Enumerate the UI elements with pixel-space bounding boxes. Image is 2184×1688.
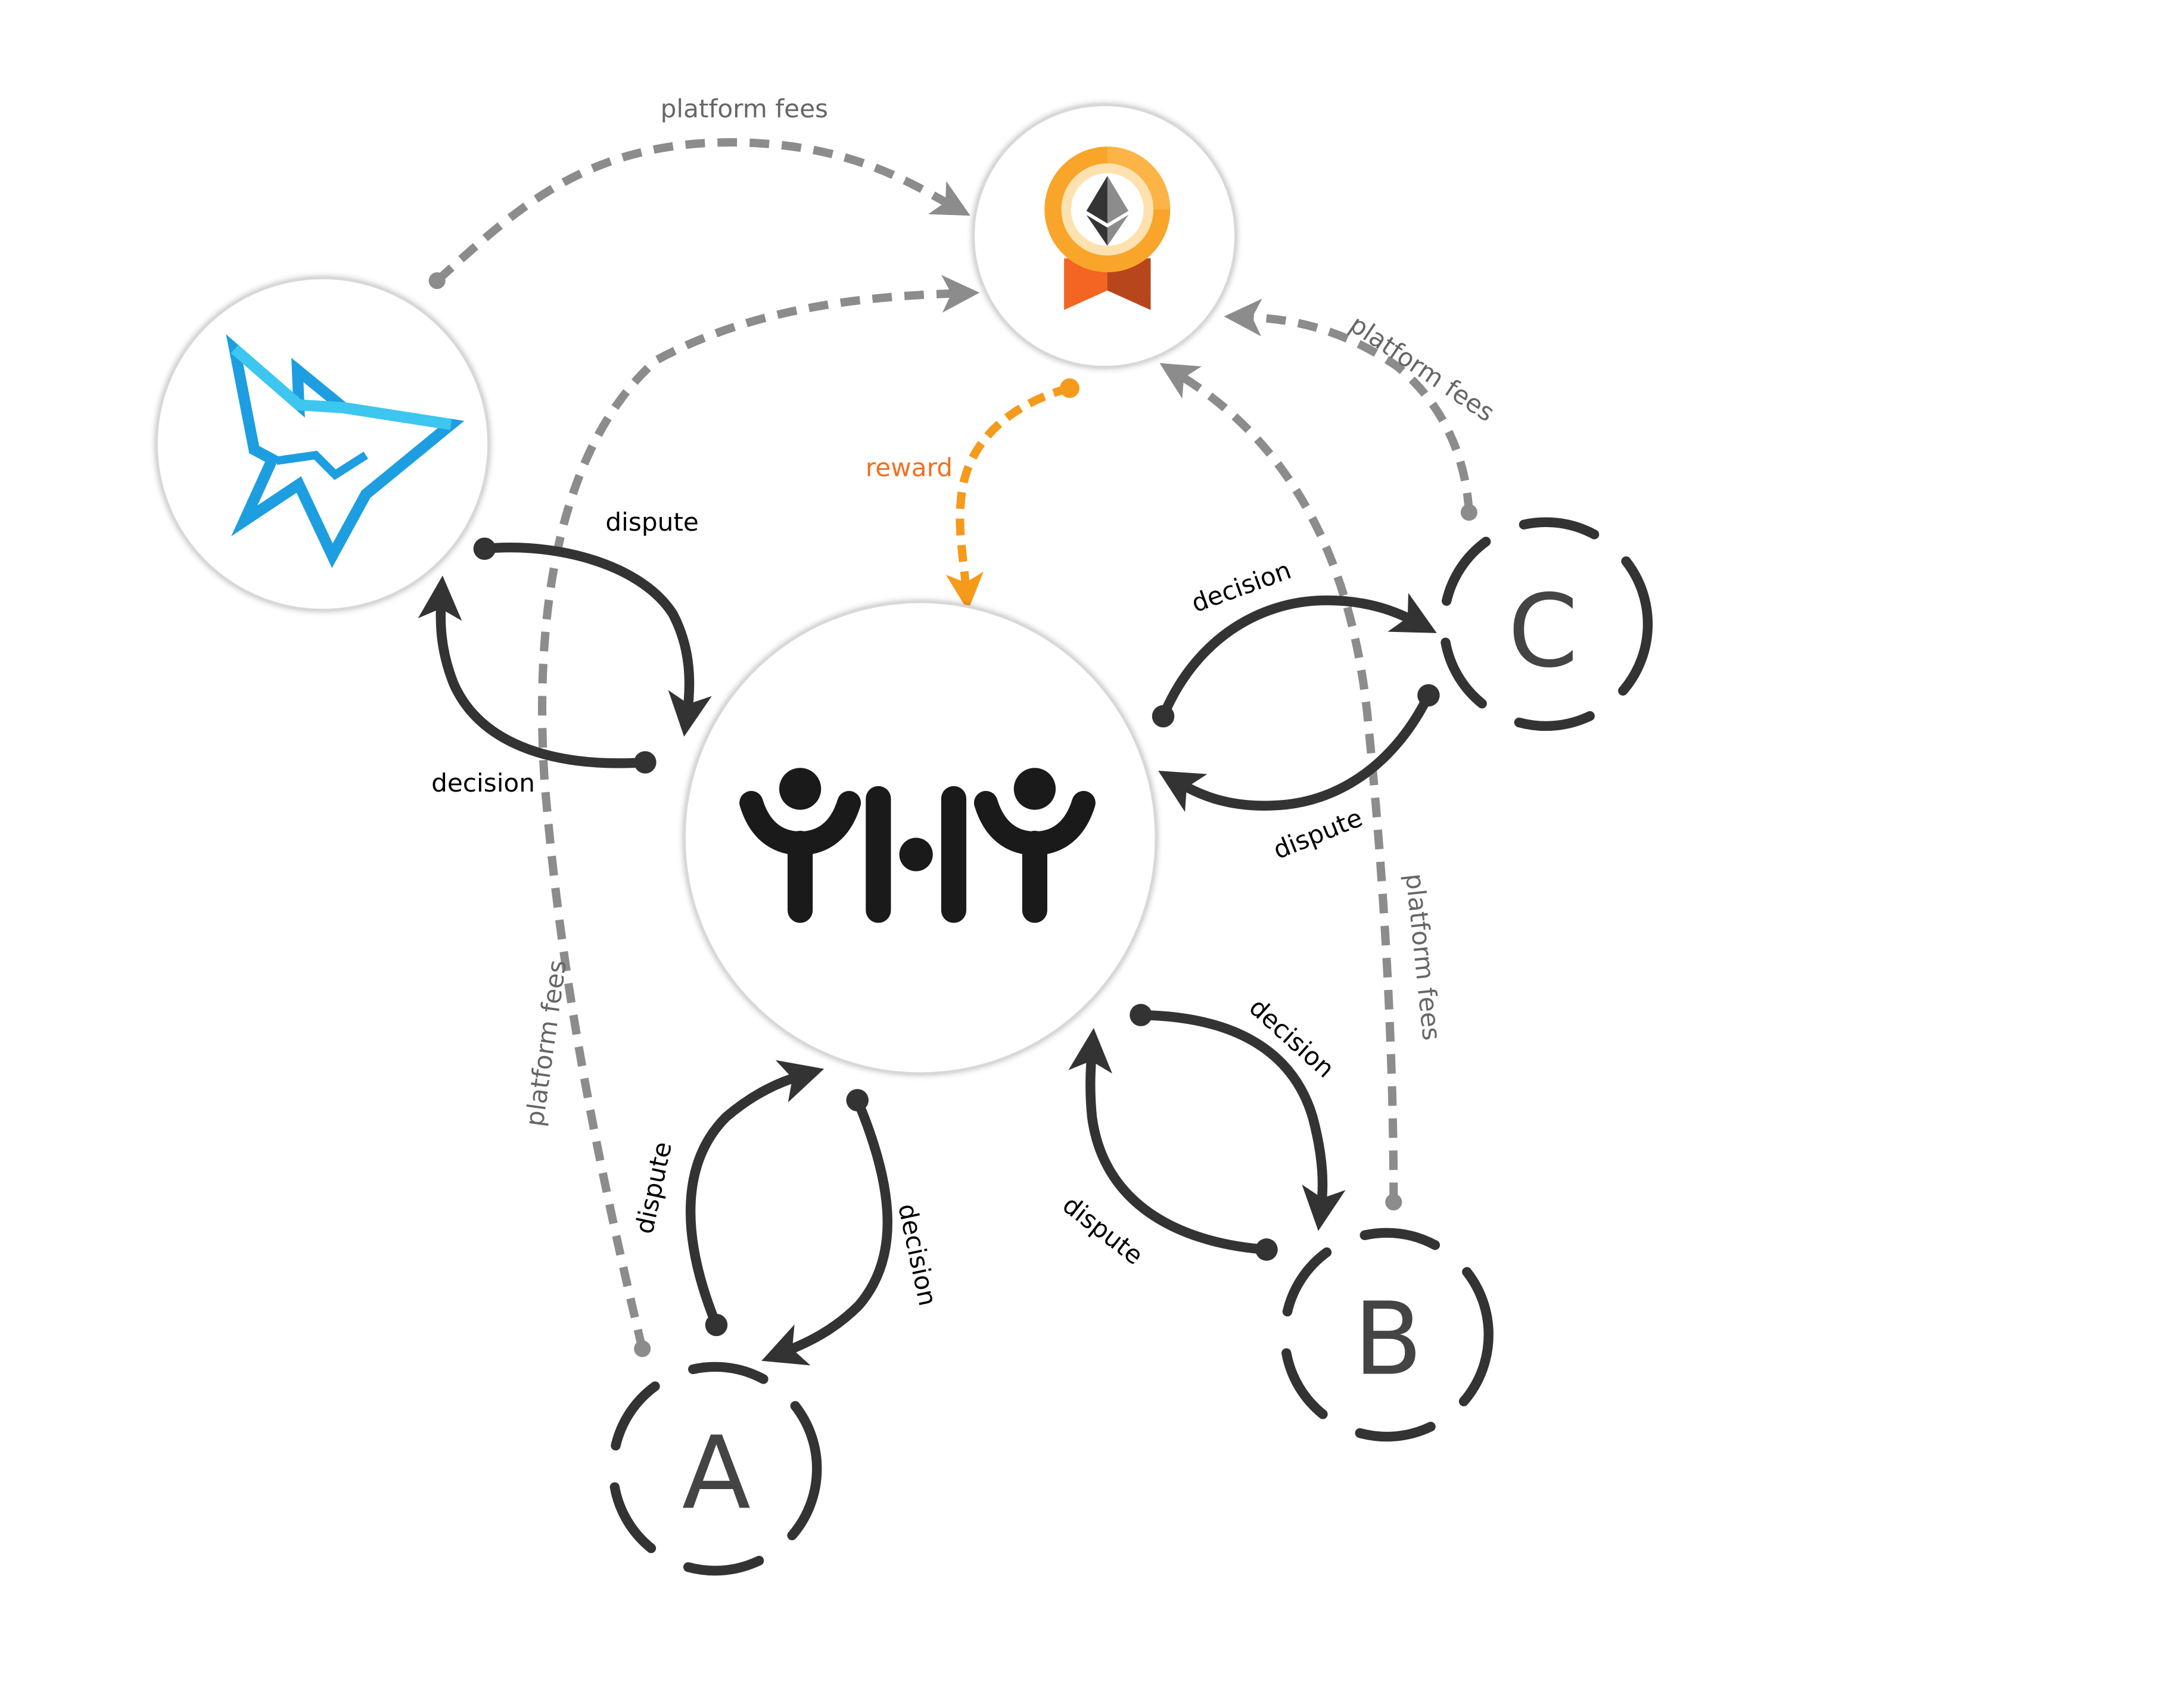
party-a-letter: A: [682, 1415, 751, 1532]
platform-fees-arrow-b-to-medal: [1159, 363, 1402, 1211]
dispute-arrow-b-to-court: [1068, 1027, 1278, 1261]
medal-node: [972, 103, 1237, 369]
people-court-icon: [739, 768, 1096, 923]
dispute-arrow-c-to-court: [1158, 684, 1440, 812]
platform-fees-arrow-a-to-medal: [538, 275, 980, 1357]
ethereum-medal-icon: [1044, 147, 1171, 310]
platform-fees-label-right: platform fees: [1345, 310, 1500, 428]
decision-arrow-court-to-a: [761, 1089, 892, 1366]
party-b-node: B: [1280, 1228, 1494, 1442]
party-a-node: A: [608, 1362, 822, 1576]
dispute-label-c: dispute: [1269, 803, 1366, 865]
platform-fees-label-top: platform fees: [661, 94, 828, 123]
dispute-arrow-butterfly-to-court: [473, 537, 712, 737]
platform-fees-arrow-butterfly-to-medal: [428, 138, 970, 289]
party-c-letter: C: [1508, 572, 1578, 690]
dispute-label-butterfly: dispute: [605, 507, 699, 537]
butterfly-logo-icon: [226, 334, 465, 568]
butterfly-node: [155, 276, 490, 612]
platform-fees-arrow-c-to-medal: [1224, 298, 1477, 521]
reward-arrow: [945, 378, 1079, 611]
platform-fees-label-b: platform fees: [1400, 872, 1446, 1042]
platform-fees-label-left: platform fees: [519, 958, 572, 1129]
dispute-arrow-a-to-court: [685, 1060, 825, 1337]
decision-arrow-court-to-c: [1152, 593, 1437, 728]
dispute-label-a: dispute: [630, 1139, 677, 1236]
decision-label-a: decision: [892, 1201, 942, 1308]
court-node: [683, 600, 1158, 1075]
party-c-node: C: [1439, 517, 1653, 731]
decision-arrow-court-to-butterfly: [418, 575, 657, 774]
party-b-letter: B: [1354, 1281, 1423, 1398]
decision-arrow-court-to-b: [1130, 1004, 1346, 1231]
reward-label: reward: [866, 453, 953, 482]
decision-label-butterfly: decision: [431, 768, 535, 798]
